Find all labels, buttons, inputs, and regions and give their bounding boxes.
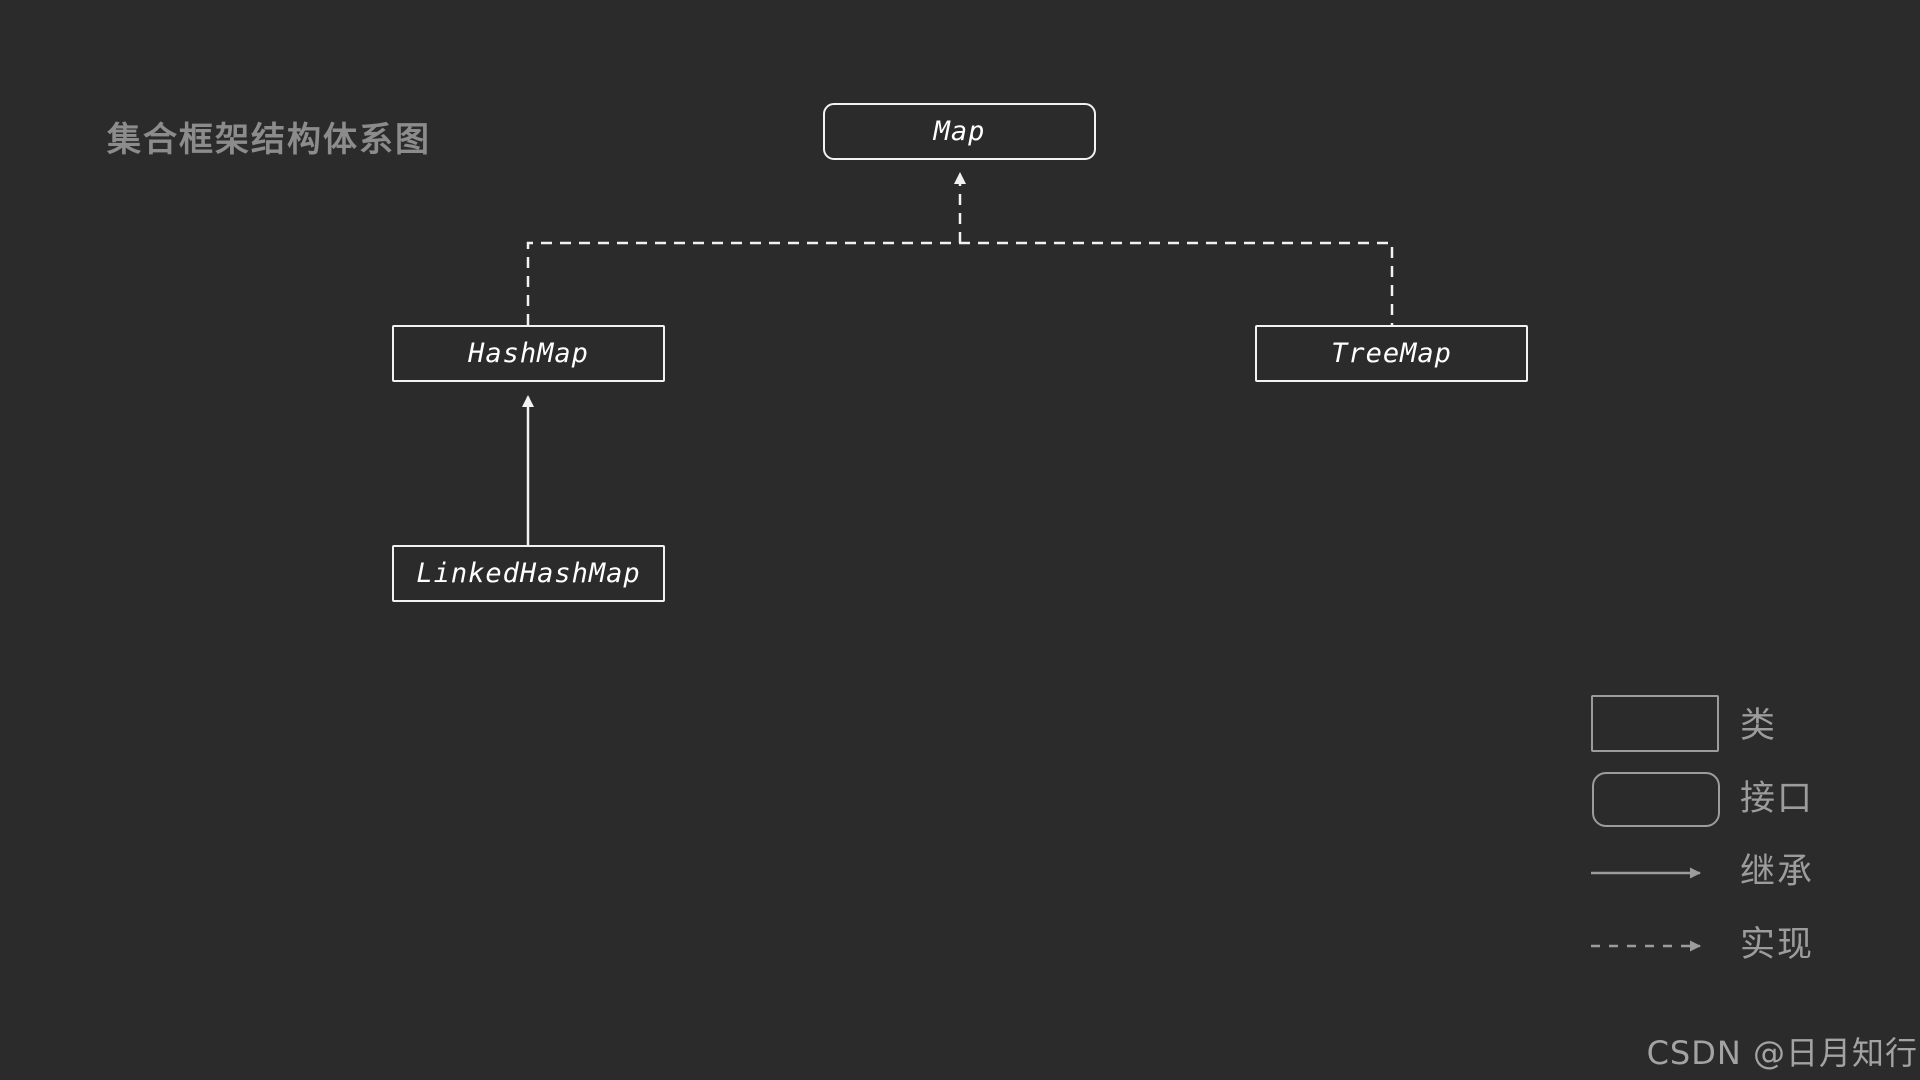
legend-interface-label: 接口	[1740, 779, 1815, 819]
watermark: CSDN @日月知行	[1646, 1034, 1918, 1072]
node-treemap: TreeMap	[1255, 325, 1528, 382]
legend-inherit-label: 继承	[1740, 852, 1815, 892]
implements-branch-connector	[526, 241, 1394, 325]
legend-interface-shape	[1592, 772, 1720, 827]
node-hashmap: HashMap	[392, 325, 665, 382]
node-map: Map	[823, 103, 1096, 160]
legend-implement-label: 实现	[1740, 925, 1815, 965]
legend-class-label: 类	[1740, 706, 1778, 746]
page-title: 集合框架结构体系图	[107, 120, 431, 160]
node-linkedhashmap: LinkedHashMap	[392, 545, 665, 602]
legend-class-shape	[1591, 695, 1719, 752]
